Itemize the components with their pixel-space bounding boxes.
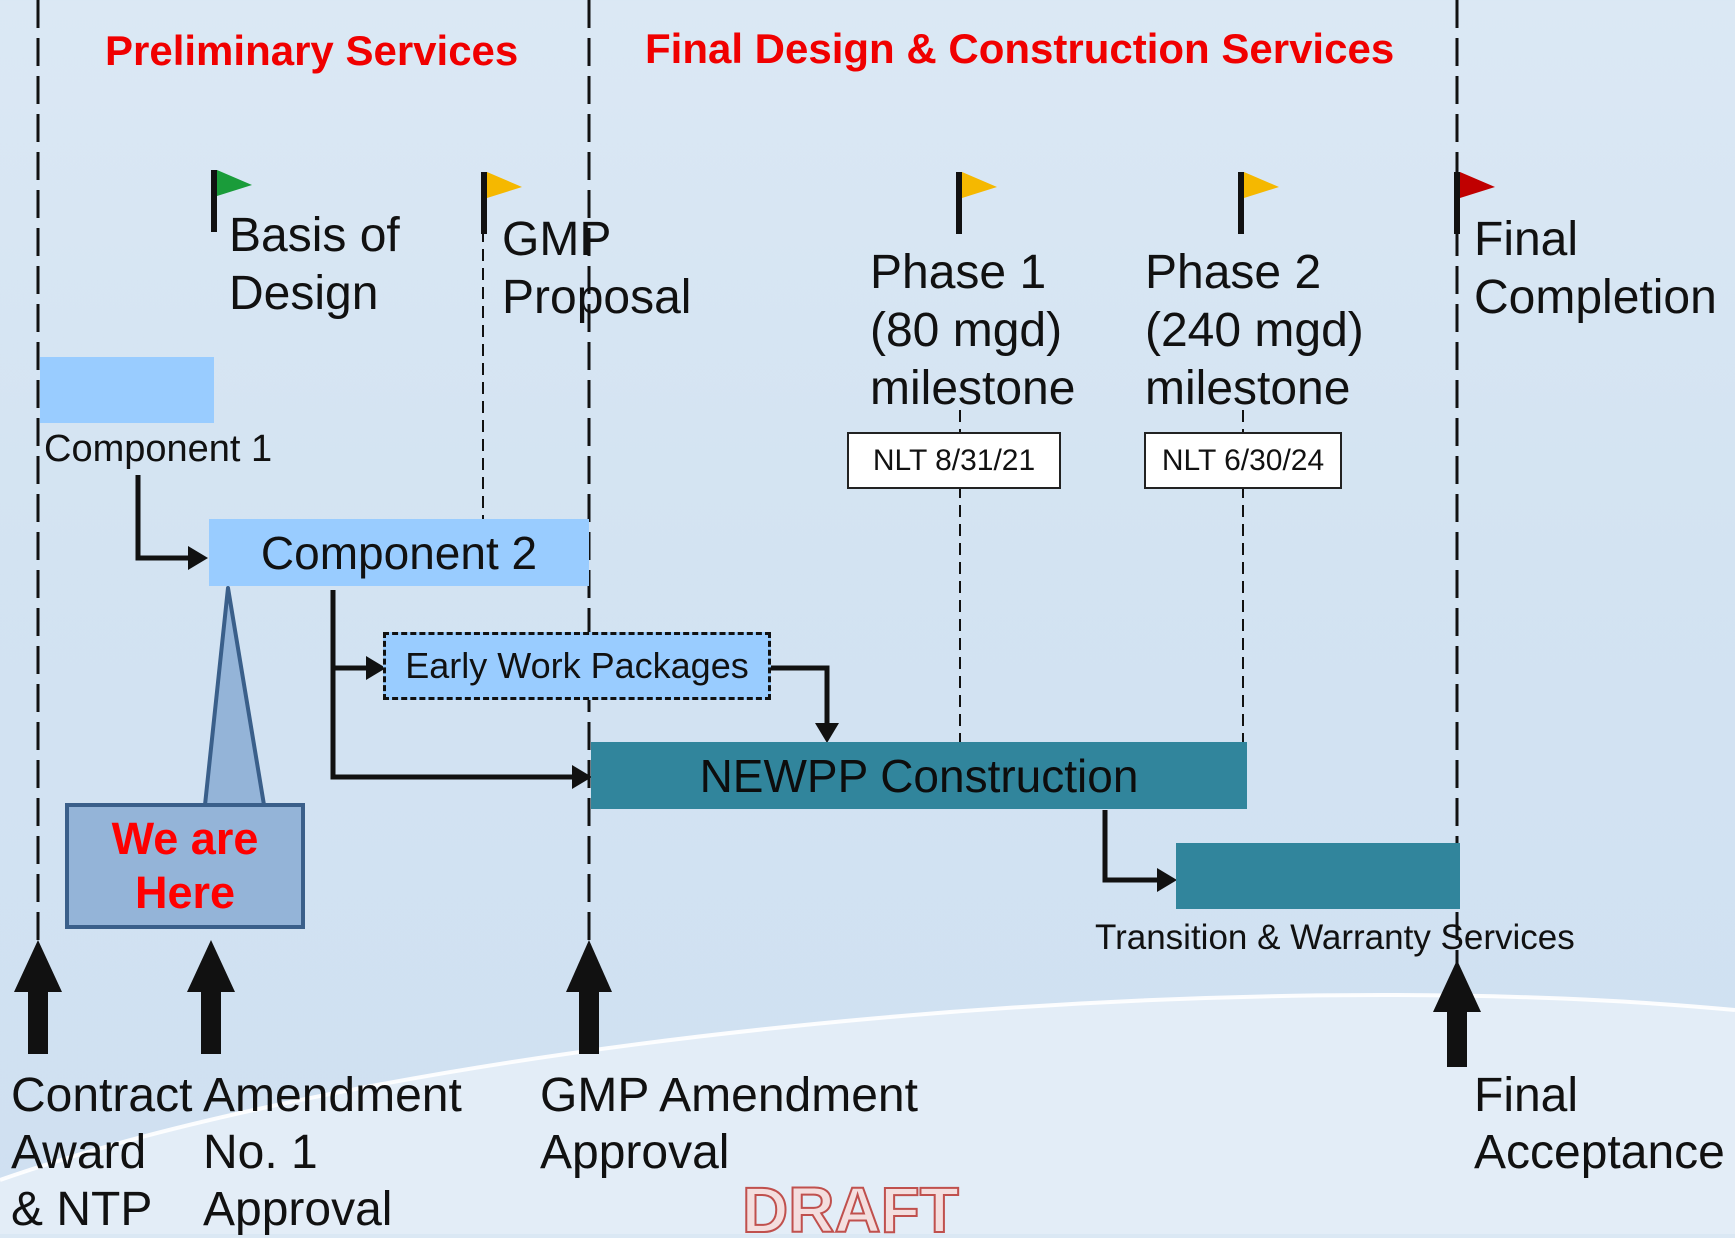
basis-of-design-label: Basis of Design	[229, 209, 400, 320]
connector-arrowheads	[188, 546, 1177, 892]
contract-award-label: Contract Award & NTP	[11, 1069, 193, 1236]
gmp-amendment-approval-label: GMP Amendment Approval	[540, 1069, 918, 1179]
final-design-header: Final Design & Construction Services	[645, 25, 1395, 72]
amendment-no1-label: Amendment No. 1 Approval	[203, 1069, 462, 1236]
flag-red-icon	[1454, 172, 1495, 234]
preliminary-services-header: Preliminary Services	[105, 27, 519, 74]
early-work-packages-bar: Early Work Packages	[383, 632, 771, 700]
transition-bar	[1176, 843, 1460, 909]
flag-green-icon	[211, 170, 252, 232]
we-are-here-callout: We are Here	[65, 803, 305, 929]
component1-bar	[40, 357, 214, 423]
draft-watermark: DRAFT	[741, 1180, 960, 1234]
callout-pointer	[203, 586, 266, 807]
phase2-deadline-box: NLT 6/30/24	[1144, 432, 1342, 489]
final-acceptance-label: Final Acceptance	[1474, 1069, 1725, 1179]
flag-yellow-phase1-icon	[956, 172, 997, 234]
phase1-milestone-label: Phase 1 (80 mgd) milestone	[870, 246, 1076, 415]
newpp-construction-bar: NEWPP Construction	[591, 742, 1247, 809]
component2-bar: Component 2	[209, 519, 589, 586]
final-completion-label: Final Completion	[1474, 213, 1717, 324]
phase1-deadline-box: NLT 8/31/21	[847, 432, 1061, 489]
phase2-milestone-label: Phase 2 (240 mgd) milestone	[1145, 246, 1364, 415]
flag-yellow-phase2-icon	[1238, 172, 1279, 234]
background-swoosh	[0, 995, 1735, 1234]
flag-yellow-gmp-icon	[481, 172, 522, 234]
draft-watermark-text: DRAFT	[742, 1180, 959, 1234]
transition-label: Transition & Warranty Services	[1095, 918, 1575, 957]
gmp-proposal-label: GMP Proposal	[502, 213, 692, 324]
bottom-arrows-icon	[14, 940, 1481, 1067]
component1-label: Component 1	[44, 428, 273, 470]
connector-arrows	[135, 475, 1160, 883]
